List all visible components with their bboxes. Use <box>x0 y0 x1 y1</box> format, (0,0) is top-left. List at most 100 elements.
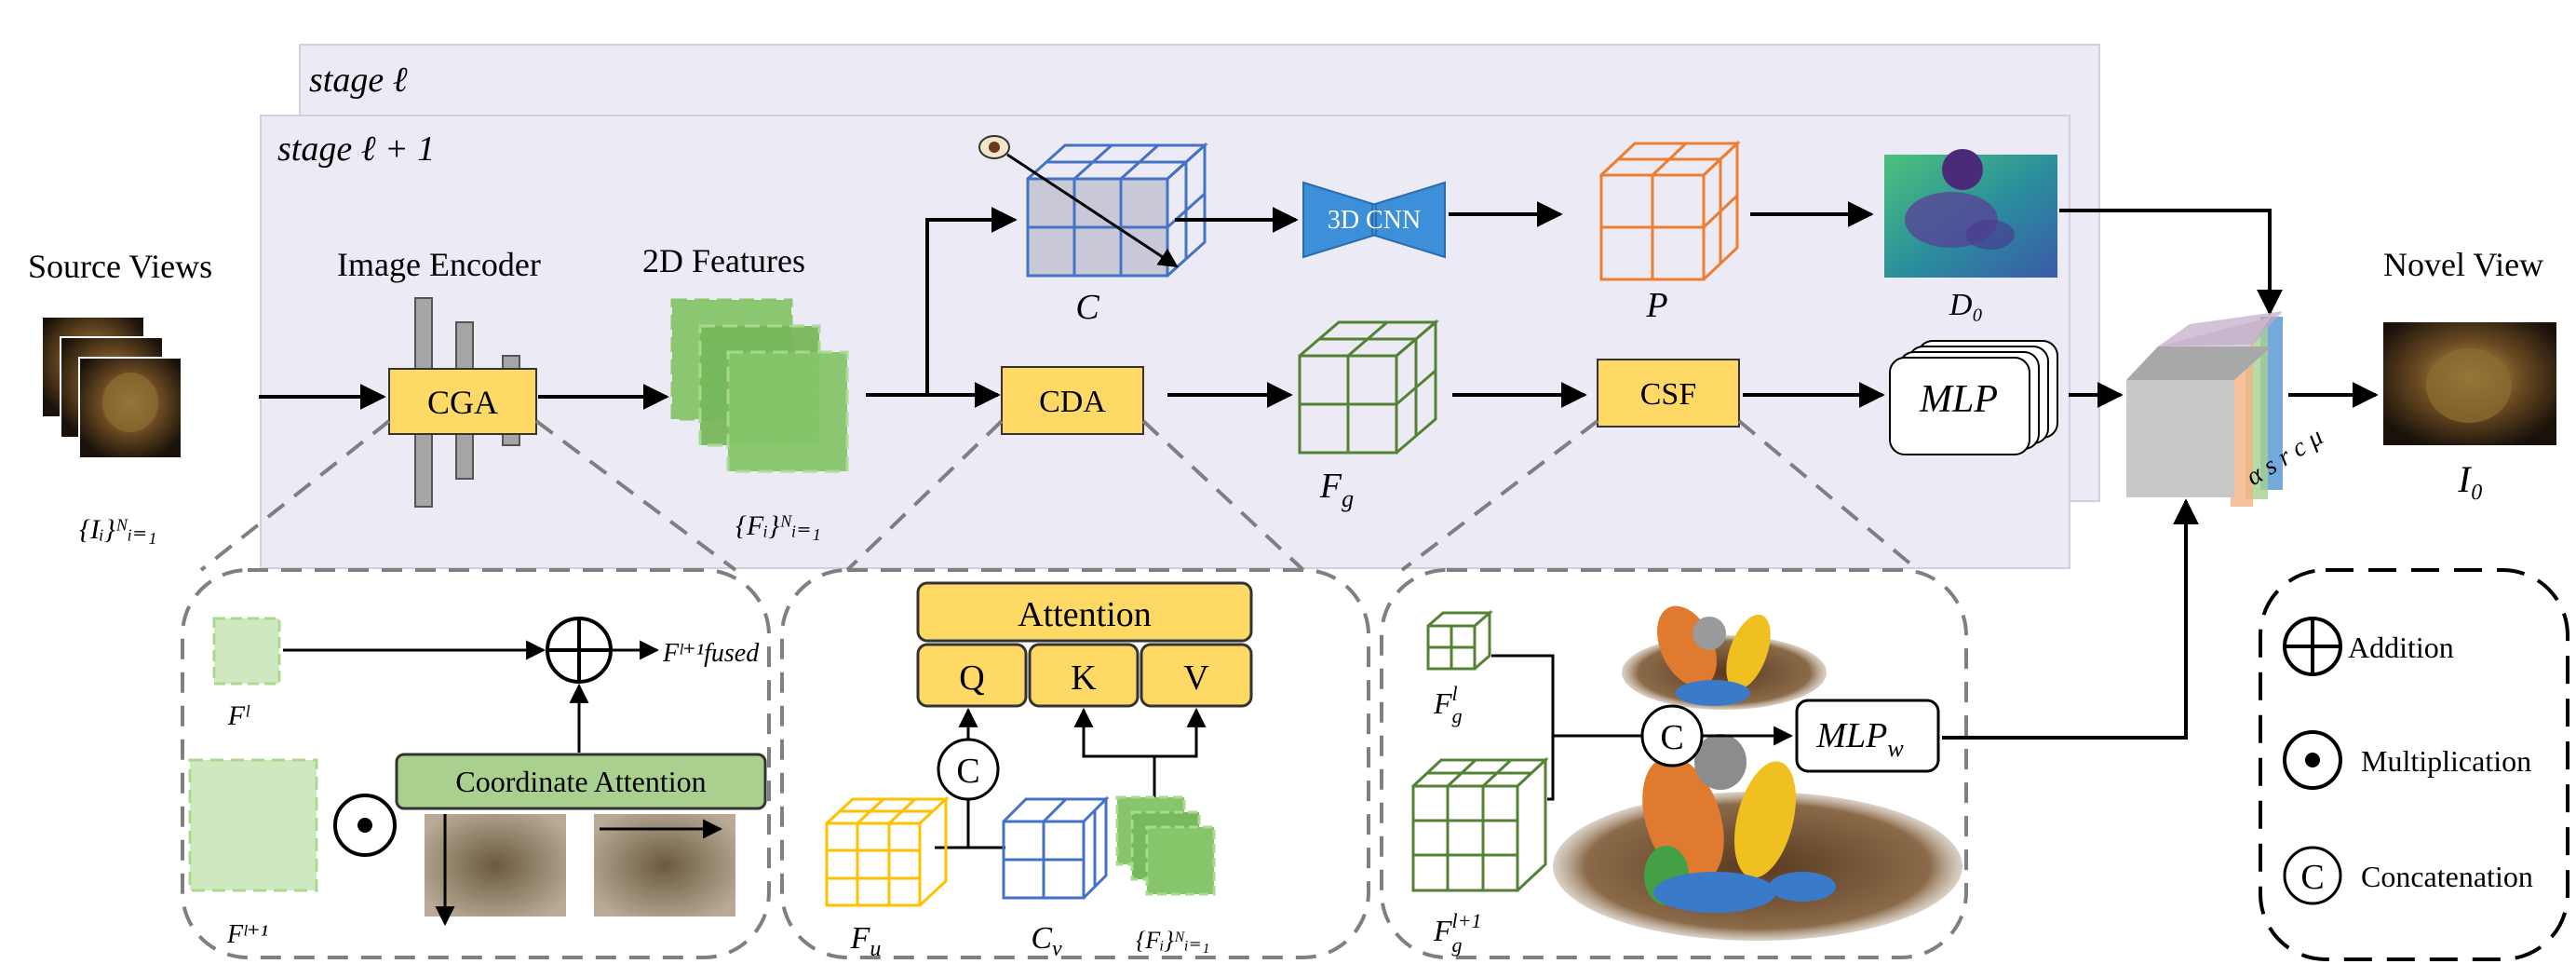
legend-addition-label: Addition <box>2348 631 2454 664</box>
mlpw-label: MLPw <box>1815 716 1904 762</box>
attention-box <box>916 581 1253 643</box>
v-box <box>1140 643 1253 708</box>
splat-top <box>1622 605 1827 710</box>
source-set-label: {Iᵢ}ᴺᵢ₌₁ <box>79 514 157 545</box>
cost-volume-label: C <box>1075 288 1099 327</box>
depth-label: D₀ <box>1949 288 1983 322</box>
arrow-to-cost-volume <box>925 207 1018 395</box>
fg-volume-cube <box>1298 319 1440 455</box>
fg-main: F <box>1319 467 1342 506</box>
stage-l1-panel <box>260 115 2070 569</box>
novel-view-title: Novel View <box>2383 246 2543 283</box>
fi-to-v-line <box>1154 707 1207 758</box>
legend-multiplication-icon <box>2283 730 2342 790</box>
f-l-label: Fˡ <box>227 700 250 731</box>
fi-feature-stack <box>1115 795 1216 896</box>
feature-maps-stack <box>670 298 849 473</box>
cda-label: CDA <box>1039 385 1106 419</box>
depth-map <box>1884 149 2057 278</box>
legend-concat-symbol: C <box>2300 858 2324 897</box>
fu-sub: u <box>870 937 881 961</box>
cga-module <box>388 368 537 435</box>
fi-to-kv-lines <box>1073 707 1156 801</box>
source-views-title: Source Views <box>28 248 212 285</box>
cv-main: C <box>1031 921 1052 956</box>
addition-op <box>546 617 613 684</box>
novel-image-label: I₀ <box>2457 458 2483 500</box>
fg-label: Fg <box>1319 467 1354 512</box>
splat-bottom <box>1553 734 1962 941</box>
view-ray <box>1006 153 1179 268</box>
f-l1-map <box>188 758 318 892</box>
zoom-connectors <box>199 419 1920 572</box>
stage-l-label: stage ℓ <box>309 61 408 100</box>
arrow-depth-to-gaussians <box>2059 209 2283 316</box>
q-label: Q <box>959 659 984 698</box>
multiplication-op <box>333 794 397 857</box>
cv-cube <box>1002 795 1110 900</box>
arrow-mlpw-to-gaussians <box>1942 498 2199 740</box>
attention-label: Attention <box>1018 595 1152 634</box>
probability-volume-cube <box>1599 140 1741 281</box>
fu-main: F <box>850 921 871 956</box>
f-l1-label: Fˡ⁺¹ <box>226 920 268 949</box>
csf-concat-symbol: C <box>1660 718 1683 757</box>
features-set-label: {Fᵢ}ᴺᵢ₌₁ <box>735 510 821 541</box>
stage-l1-label: stage ℓ + 1 <box>277 129 435 169</box>
novel-view-object <box>2426 348 2512 423</box>
fgl-main: F <box>1433 686 1452 720</box>
image-encoder-title: Image Encoder <box>337 246 541 283</box>
mlp-stack <box>1889 340 2058 455</box>
legend-addition-icon <box>2283 617 2342 676</box>
fused-label: Fˡ⁺¹fused <box>662 639 760 668</box>
cost-volume-cube <box>1026 142 1208 278</box>
mlpw-sub: w <box>1887 735 1904 762</box>
fgl-cube <box>1426 609 1493 671</box>
features-title: 2D Features <box>642 242 805 279</box>
csf-label: CSF <box>1640 377 1697 412</box>
source-views-stack <box>41 316 182 459</box>
f-l-map <box>212 617 281 686</box>
cv-sub: v <box>1052 937 1062 961</box>
fgl1-to-concat-line <box>1547 736 1555 801</box>
cga-label: CGA <box>427 384 498 421</box>
k-box <box>1028 643 1140 708</box>
fgl-sup: l <box>1452 682 1458 705</box>
p-label: P <box>1645 286 1667 325</box>
eye-icon <box>978 135 1010 159</box>
fgl-sub: g <box>1452 704 1463 727</box>
coordinate-attention-label: Coordinate Attention <box>455 765 706 798</box>
fgl1-main: F <box>1433 914 1452 947</box>
legend-concatenation-icon: C <box>2283 846 2342 905</box>
csf-concat-op: C <box>1640 704 1704 767</box>
attention-map-h <box>425 814 566 916</box>
fu-cube <box>825 795 950 907</box>
gaussian-params-cube <box>2126 311 2283 507</box>
csf-module <box>1597 359 1740 428</box>
legend-concatenation-label: Concatenation <box>2361 860 2533 893</box>
fgl1-sub: g <box>1452 933 1463 957</box>
fgl-to-concat-line <box>1491 654 1642 738</box>
cv-label: Cv <box>1031 921 1062 961</box>
coordinate-attention-box <box>395 753 767 810</box>
mlp-label: MLP <box>1919 378 1998 421</box>
fu-label: Fu <box>850 921 882 961</box>
mlpw-main: MLP <box>1815 716 1887 755</box>
cda-concat-op: C <box>937 738 1000 801</box>
cda-fi-label: {Fᵢ}ᴺᵢ₌₁ <box>1136 927 1210 954</box>
cda-concat-symbol: C <box>956 752 979 791</box>
fgl1-cube <box>1411 756 1549 892</box>
cda-module <box>1001 366 1144 435</box>
q-box <box>916 643 1028 708</box>
mlpw-box <box>1795 699 1940 773</box>
cnn-block <box>1302 181 1446 259</box>
fg-sub: g <box>1342 485 1354 512</box>
legend-multiplication-label: Multiplication <box>2361 744 2531 778</box>
v-label: V <box>1183 659 1209 698</box>
fgl1-sup: l+1 <box>1452 909 1482 932</box>
k-label: K <box>1071 659 1097 698</box>
